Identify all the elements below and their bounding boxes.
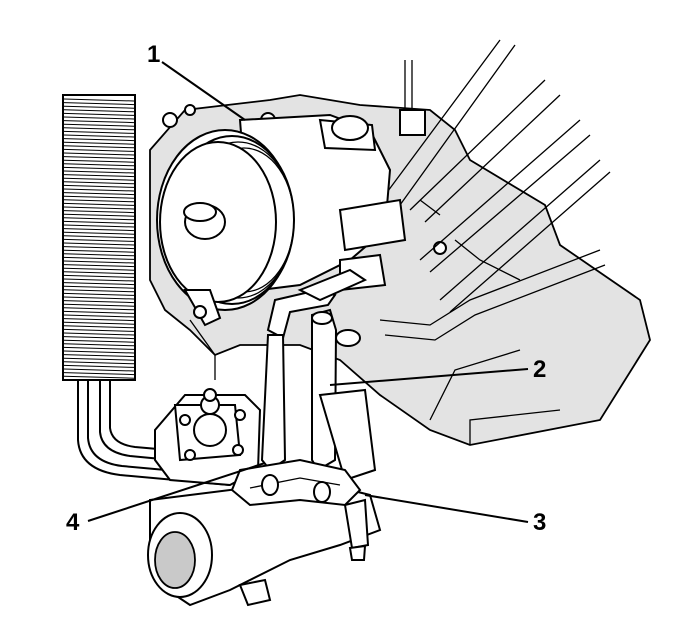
cooler-fin <box>63 184 135 188</box>
steering-gear <box>147 388 382 607</box>
cooler-fin <box>63 253 135 257</box>
callout-2-label: 2 <box>533 356 546 383</box>
cooler-fin <box>63 192 135 196</box>
cooler-fin <box>63 228 135 232</box>
cooler-fin <box>63 278 135 282</box>
cooler-fin <box>63 307 135 311</box>
cooler-fin <box>63 235 135 239</box>
cooler-fin <box>63 364 135 368</box>
cooler-fin <box>63 292 135 296</box>
cooler-fin <box>63 138 135 142</box>
upper-hoses <box>379 39 611 341</box>
cooler-fin <box>63 328 135 332</box>
leader-line-4 <box>87 462 266 522</box>
cooler-fin <box>63 159 135 163</box>
cooler-fin <box>63 174 135 178</box>
cooler-fin <box>63 141 135 145</box>
cooler-fin <box>63 282 135 286</box>
cooler-fin <box>63 249 135 253</box>
cooler-fin <box>63 123 135 127</box>
cooler-fin <box>63 195 135 199</box>
cooler-fin <box>63 213 135 217</box>
cooler-fin <box>63 325 135 329</box>
callout-4-label: 4 <box>66 509 80 536</box>
cooler-fin <box>63 361 135 365</box>
cooler-fin <box>63 321 135 325</box>
cooler-fin <box>63 336 135 340</box>
cooler-fin <box>63 339 135 343</box>
cooler-fin <box>63 217 135 221</box>
cooler-fin <box>63 346 135 350</box>
cooler-fin <box>63 285 135 289</box>
cooler-fin <box>63 127 135 131</box>
cooler-fin <box>63 210 135 214</box>
cooler-fin <box>63 264 135 268</box>
cooler-fin <box>63 105 135 109</box>
cooler-fin <box>63 98 135 102</box>
leader-line-1 <box>161 61 246 121</box>
callout-1-label: 1 <box>147 41 160 68</box>
cooler-fin <box>63 303 135 307</box>
cooler-fin <box>63 220 135 224</box>
cooler-fin <box>63 274 135 278</box>
cooler-fin <box>63 181 135 185</box>
cooler-fin <box>63 300 135 304</box>
cooler-fin <box>63 170 135 174</box>
cooler-fin <box>63 152 135 156</box>
cooler-fin <box>63 206 135 210</box>
cooler-fin <box>63 354 135 358</box>
cooler-fin <box>63 112 135 116</box>
callout-3-label: 3 <box>533 509 546 536</box>
cooler-fin <box>63 318 135 322</box>
cooler-fin <box>63 357 135 361</box>
cooler-fin <box>63 310 135 314</box>
cooler-fin <box>63 368 135 372</box>
cooler-fin <box>63 199 135 203</box>
cooler-fin <box>63 238 135 242</box>
cooler-fin <box>63 332 135 336</box>
cooler-fin <box>63 231 135 235</box>
leader-line-3 <box>364 494 529 523</box>
cooler-fin <box>63 156 135 160</box>
cooler-fin <box>63 242 135 246</box>
cooler-fin <box>63 145 135 149</box>
cooler-fin <box>63 350 135 354</box>
cooler-fin <box>63 120 135 124</box>
cooler-fin <box>63 130 135 134</box>
leader-line-2 <box>329 368 529 386</box>
cooler-fin <box>63 134 135 138</box>
power-steering-pump <box>156 113 407 327</box>
cooler-fin <box>63 246 135 250</box>
cooler-fin <box>63 224 135 228</box>
return-hose-loop <box>230 458 362 507</box>
cooler-fin <box>63 296 135 300</box>
cooler-fin <box>63 166 135 170</box>
cooler-fin <box>63 256 135 260</box>
power-steering-cooler <box>62 94 136 381</box>
cooler-fin <box>63 177 135 181</box>
cooler-fin <box>63 202 135 206</box>
leader-lines <box>87 61 529 523</box>
cooler-fin <box>63 116 135 120</box>
cooler-fin <box>63 109 135 113</box>
cooler-fin <box>63 267 135 271</box>
cooler-fin <box>63 375 135 379</box>
cooler-fin <box>63 271 135 275</box>
cooler-fin <box>63 289 135 293</box>
cooler-fin <box>63 148 135 152</box>
cooler-fin <box>63 314 135 318</box>
cooler-lines <box>77 380 239 486</box>
cooler-fin <box>63 102 135 106</box>
cooler-fin <box>63 372 135 376</box>
cooler-fin <box>63 188 135 192</box>
cooler-fin <box>63 343 135 347</box>
cooler-fin <box>63 260 135 264</box>
cooler-fin <box>63 163 135 167</box>
